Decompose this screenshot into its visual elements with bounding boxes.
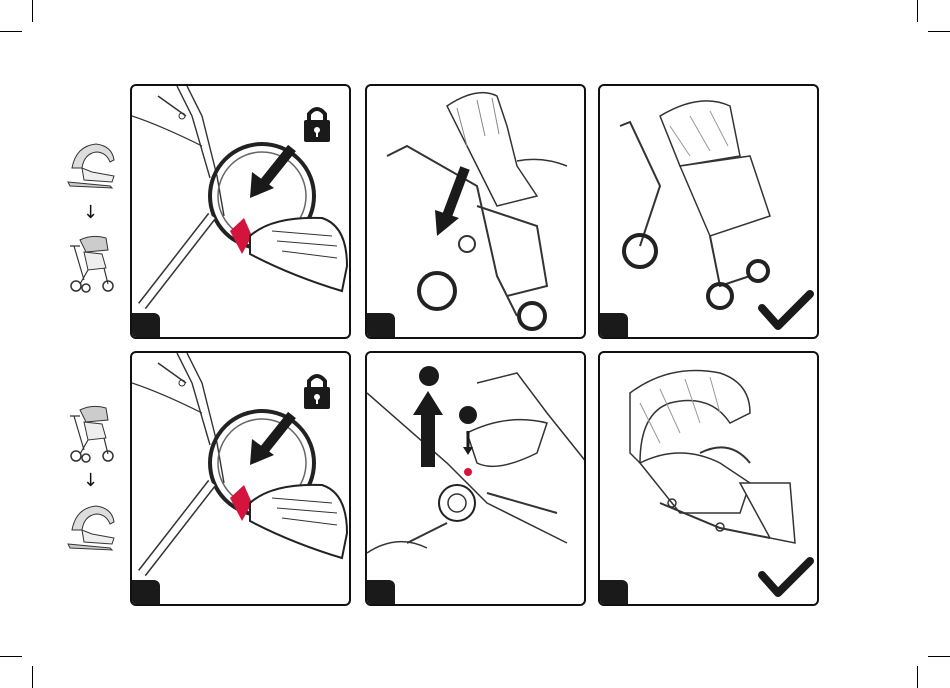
crop-mark [917,0,918,22]
down-arrow-icon: ↓ [83,470,98,491]
foot-icon [250,485,347,558]
step-number-tab [598,580,628,606]
crop-mark [928,31,950,32]
hand-icon [467,420,547,467]
instruction-panel [598,351,819,606]
instruction-panel [130,351,351,606]
crop-mark [32,666,33,688]
checkmark-icon [762,294,810,326]
step-number-tab [365,313,395,339]
up-arrow-icon [421,413,435,467]
step-circle-icon [419,366,439,386]
hand-icon [517,159,567,166]
instruction-panel [130,84,351,339]
crop-mark [0,656,22,657]
stroller-icon [62,402,118,466]
brake-pedal-highlight [230,485,252,521]
padlock-icon [304,109,330,142]
crop-mark [917,666,918,688]
release-button-highlight [464,468,472,476]
step-number-tab [598,313,628,339]
instruction-panel [598,84,819,339]
crop-mark [928,656,950,657]
instruction-panel [365,84,586,339]
arrow-icon [447,168,465,216]
brake-pedal-highlight [230,218,252,254]
down-arrow-icon: ↓ [83,202,98,223]
padlock-icon [304,376,330,409]
seat-unit-icon [62,138,118,194]
checkmark-icon [762,561,810,593]
step-number-tab [130,313,160,339]
step-number-tab [365,580,395,606]
step-circle-icon [459,406,477,424]
foot-icon [250,218,347,291]
seat-unit-icon [62,500,118,556]
stroller-icon [62,232,118,296]
seat-unit-icon [600,353,819,606]
crop-mark [0,31,22,32]
step-number-tab [130,580,160,606]
crop-mark [32,0,33,22]
instruction-panel [365,351,586,606]
